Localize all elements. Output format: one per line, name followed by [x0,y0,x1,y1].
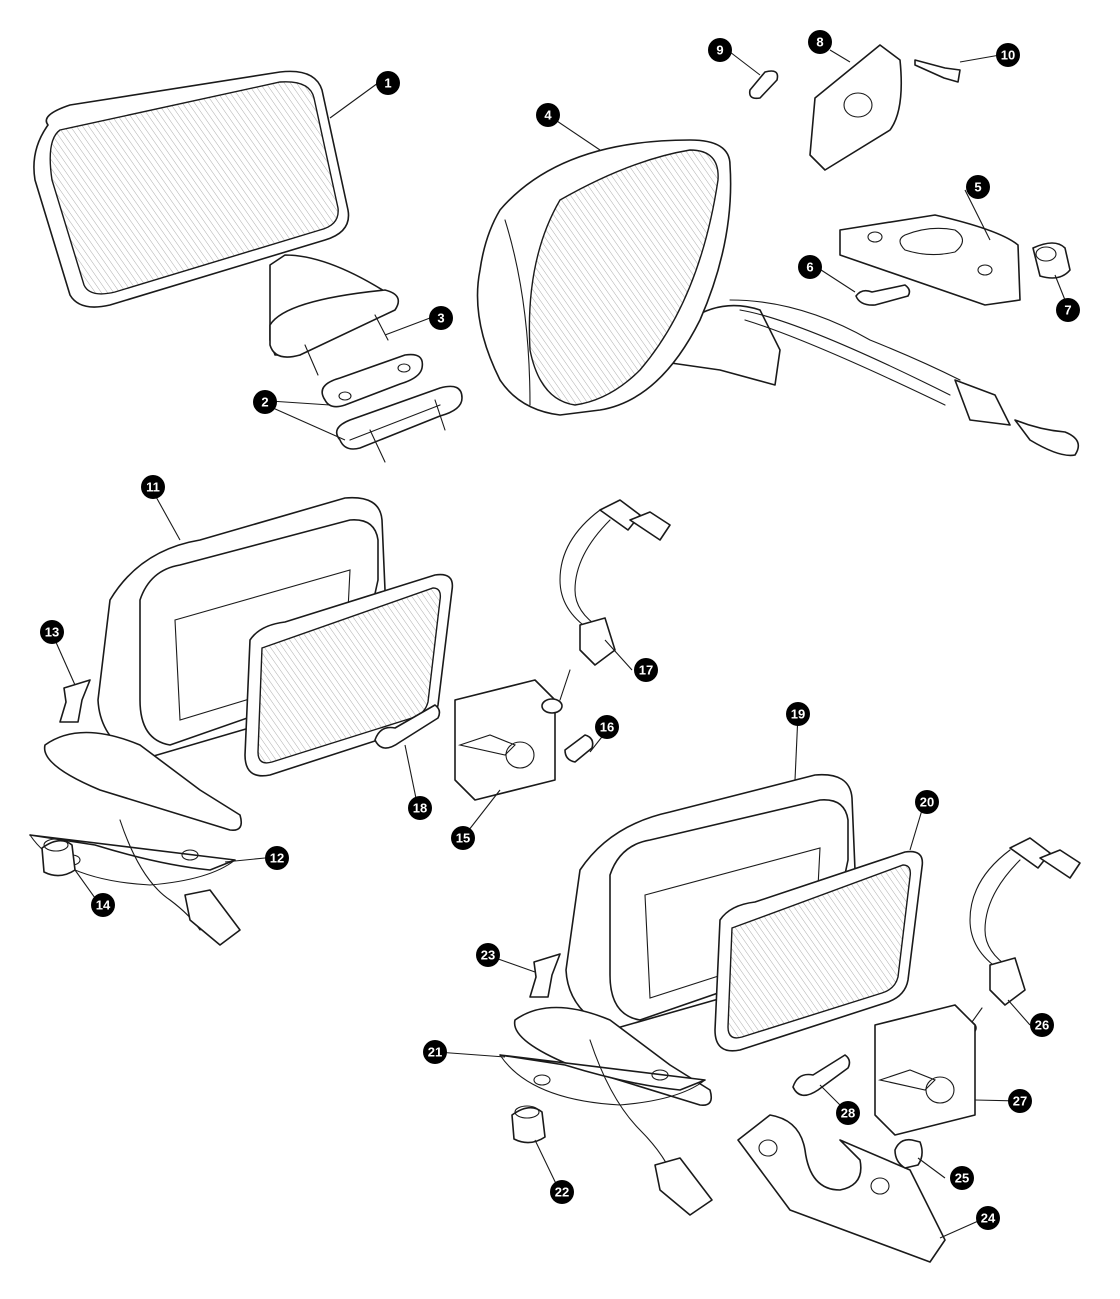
svg-text:5: 5 [974,180,981,195]
screw-28 [792,1054,851,1097]
screw-18 [374,704,441,749]
callout-15: 15 [451,826,475,850]
screw-10 [914,59,961,83]
svg-text:28: 28 [841,1106,855,1121]
callout-13: 13 [40,620,64,644]
callout-18: 18 [408,796,432,820]
callout-21: 21 [423,1040,447,1064]
callout-7: 7 [1056,298,1080,322]
svg-text:23: 23 [481,948,495,963]
bush-7 [1032,242,1071,279]
screw-6 [855,284,911,306]
callout-10: 10 [996,43,1020,67]
svg-text:21: 21 [428,1045,442,1060]
callout-4: 4 [536,103,560,127]
switch-17 [541,499,671,714]
svg-text:14: 14 [96,898,111,913]
svg-text:24: 24 [981,1211,996,1226]
svg-text:25: 25 [955,1171,969,1186]
plate-5 [839,214,1021,306]
svg-text:27: 27 [1013,1094,1027,1109]
callout-27: 27 [1008,1089,1032,1113]
gasket-12 [29,819,241,946]
callout-24: 24 [976,1206,1000,1230]
callout-28: 28 [836,1101,860,1125]
svg-text:8: 8 [816,35,823,50]
svg-text:13: 13 [45,625,59,640]
callout-17: 17 [634,658,658,682]
svg-text:6: 6 [806,260,813,275]
callout-6: 6 [798,255,822,279]
callout-25: 25 [950,1166,974,1190]
grub-screw-16 [564,734,594,763]
svg-text:19: 19 [791,707,805,722]
callout-3: 3 [429,306,453,330]
callout-12: 12 [265,846,289,870]
mirror-glass-20 [714,850,924,1052]
callout-22: 22 [550,1180,574,1204]
callout-16: 16 [595,715,619,739]
callout-9: 9 [708,38,732,62]
bolt-13 [59,679,91,723]
svg-text:10: 10 [1001,48,1015,63]
nut-25 [894,1138,923,1169]
callout-19: 19 [786,702,810,726]
adjuster-block-27 [874,1004,976,1136]
svg-text:18: 18 [413,801,427,816]
bolt-23 [529,953,561,998]
callout-8: 8 [808,30,832,54]
callout-2: 2 [253,390,277,414]
svg-text:9: 9 [716,43,723,58]
bush-14 [41,838,76,877]
mirror-head-4 [476,139,1080,457]
callout-14: 14 [91,893,115,917]
svg-text:7: 7 [1064,303,1071,318]
callout-1: 1 [376,71,400,95]
adjuster-block-15 [454,679,556,801]
callout-23: 23 [476,943,500,967]
svg-text:12: 12 [270,851,284,866]
gasket-21 [499,1039,713,1216]
plate-8 [809,44,903,171]
callout-5: 5 [966,175,990,199]
svg-text:4: 4 [544,108,552,123]
svg-text:15: 15 [456,831,470,846]
grub-screw-9 [748,70,779,100]
mirror-head-1 [33,70,400,358]
svg-text:26: 26 [1035,1018,1049,1033]
svg-text:17: 17 [639,663,653,678]
bracket-24 [737,1114,946,1263]
mounting-studs-3 [304,314,389,376]
svg-text:3: 3 [437,311,444,326]
bush-22 [511,1105,546,1144]
switch-26 [955,837,1081,1036]
svg-text:16: 16 [600,720,614,735]
svg-text:1: 1 [384,76,391,91]
svg-text:20: 20 [920,795,934,810]
mirror-gasket-2 [321,353,463,463]
svg-text:22: 22 [555,1185,569,1200]
svg-text:11: 11 [146,480,160,495]
callout-26: 26 [1030,1013,1054,1037]
callout-20: 20 [915,790,939,814]
callout-11: 11 [141,475,165,499]
svg-text:2: 2 [261,395,268,410]
